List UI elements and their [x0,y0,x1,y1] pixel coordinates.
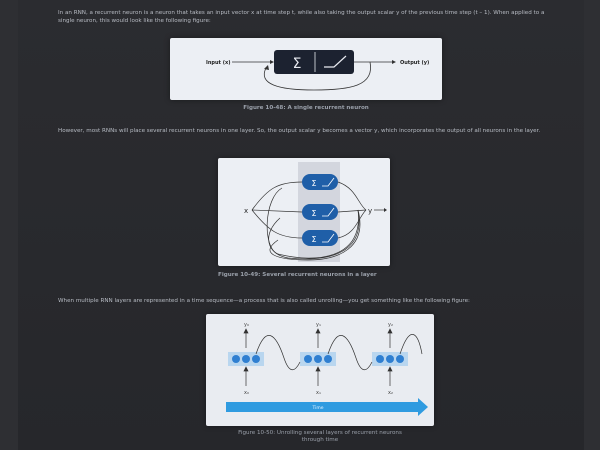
sigma-symbol: Σ [293,56,302,72]
figure-single-neuron: Input (x) Σ Output (y) [170,38,442,100]
output-label: Output (y) [400,60,429,66]
input-arrows [243,366,393,386]
figure-recurrent-layer: x y Σ Σ [218,158,390,266]
neuron-body [274,50,354,74]
y-label: y [368,207,372,215]
output-arrowhead [392,60,396,64]
figure2-caption: Figure 10-49: Several recurrent neurons … [218,272,377,278]
neuron-bottom: Σ [302,230,338,246]
x2-label: x₂ [388,390,393,396]
output-arrows [243,328,393,348]
figure3-caption-line1: Figure 10-50: Unrolling several layers o… [238,430,402,436]
y2-label: y₂ [388,322,393,328]
time-arrow: Time [226,398,428,416]
activation-icon [324,55,347,68]
figure1-caption: Figure 10-48: A single recurrent neuron [243,105,369,111]
figure3-caption-line2: through time [301,437,339,443]
layer-t0 [228,352,264,366]
neuron-top: Σ [302,174,338,190]
loop-arrowhead [264,65,269,70]
document-page: In an RNN, a recurrent neuron is a neuro… [18,0,584,450]
recurrent-layer-diagram: x y Σ Σ [244,162,387,262]
recurrent-loop [263,61,372,91]
unrolling-diagram: y₀ y₁ y₂ [226,322,428,416]
x1-label: x₁ [316,390,321,396]
input-connections [251,181,367,261]
svg-text:Σ: Σ [311,179,316,188]
x0-label: x₀ [244,390,249,396]
recurrent-connections [255,334,423,371]
neuron-middle: Σ [302,204,338,220]
layer-t1 [300,352,336,366]
paragraph-unrolling: When multiple RNN layers are represented… [58,298,470,304]
paragraph-intro: In an RNN, a recurrent neuron is a neuro… [58,10,545,24]
paragraph-layer: However, most RNNs will place several re… [58,128,541,134]
svg-text:Σ: Σ [311,235,316,244]
time-label: Time [311,405,323,411]
svg-text:Σ: Σ [311,209,316,218]
input-label: Input (x) [206,60,231,66]
y-arrowhead [384,208,387,212]
figure-unrolling: y₀ y₁ y₂ [206,314,434,426]
y0-label: y₀ [244,322,249,328]
y1-label: y₁ [316,322,321,328]
single-neuron-diagram: Input (x) Σ Output (y) [206,50,429,91]
input-arrowhead [270,60,274,64]
layer-t2 [372,352,408,366]
x-label: x [244,207,248,215]
